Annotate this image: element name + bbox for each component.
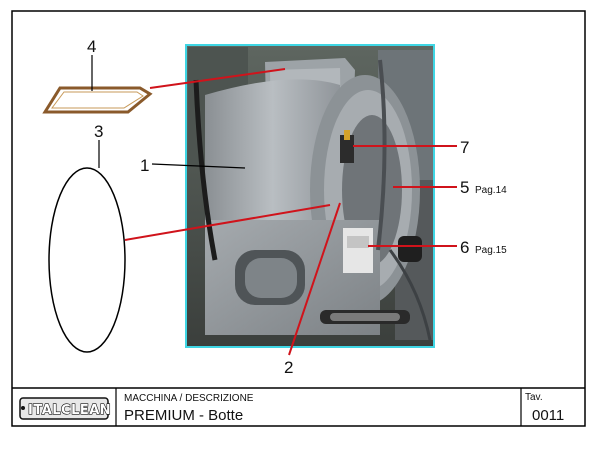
machine-title: PREMIUM - Botte [124, 407, 243, 424]
callout-3: 3 [94, 122, 103, 141]
callout-5-page-ref: Pag.14 [475, 185, 507, 196]
machine-description-label: MACCHINA / DESCRIZIONE [124, 393, 254, 404]
callout-5: 5 [460, 178, 469, 197]
callout-6: 6 [460, 238, 469, 257]
callout-4: 4 [87, 37, 96, 56]
callout-6-page-ref: Pag.15 [475, 245, 507, 256]
callout-2: 2 [284, 358, 293, 377]
table-code: 0011 [532, 407, 564, 424]
italclean-logo: ITALCLEAN [19, 397, 111, 420]
callout-1: 1 [140, 156, 149, 175]
square-gasket-part [42, 86, 153, 114]
leader-line-ring [124, 204, 331, 241]
machine-photo [186, 45, 434, 347]
photo-border [185, 44, 435, 348]
table-label: Tav. [525, 392, 543, 403]
callout-7: 7 [460, 138, 469, 157]
title-block: ITALCLEAN MACCHINA / DESCRIZIONE PREMIUM… [12, 387, 585, 426]
svg-text:ITALCLEAN: ITALCLEAN [28, 403, 111, 418]
leader-line-2 [288, 202, 341, 356]
leader-line-1 [151, 163, 246, 169]
leader-line-gasket-top [149, 68, 286, 89]
ring-gasket-part [48, 167, 126, 353]
